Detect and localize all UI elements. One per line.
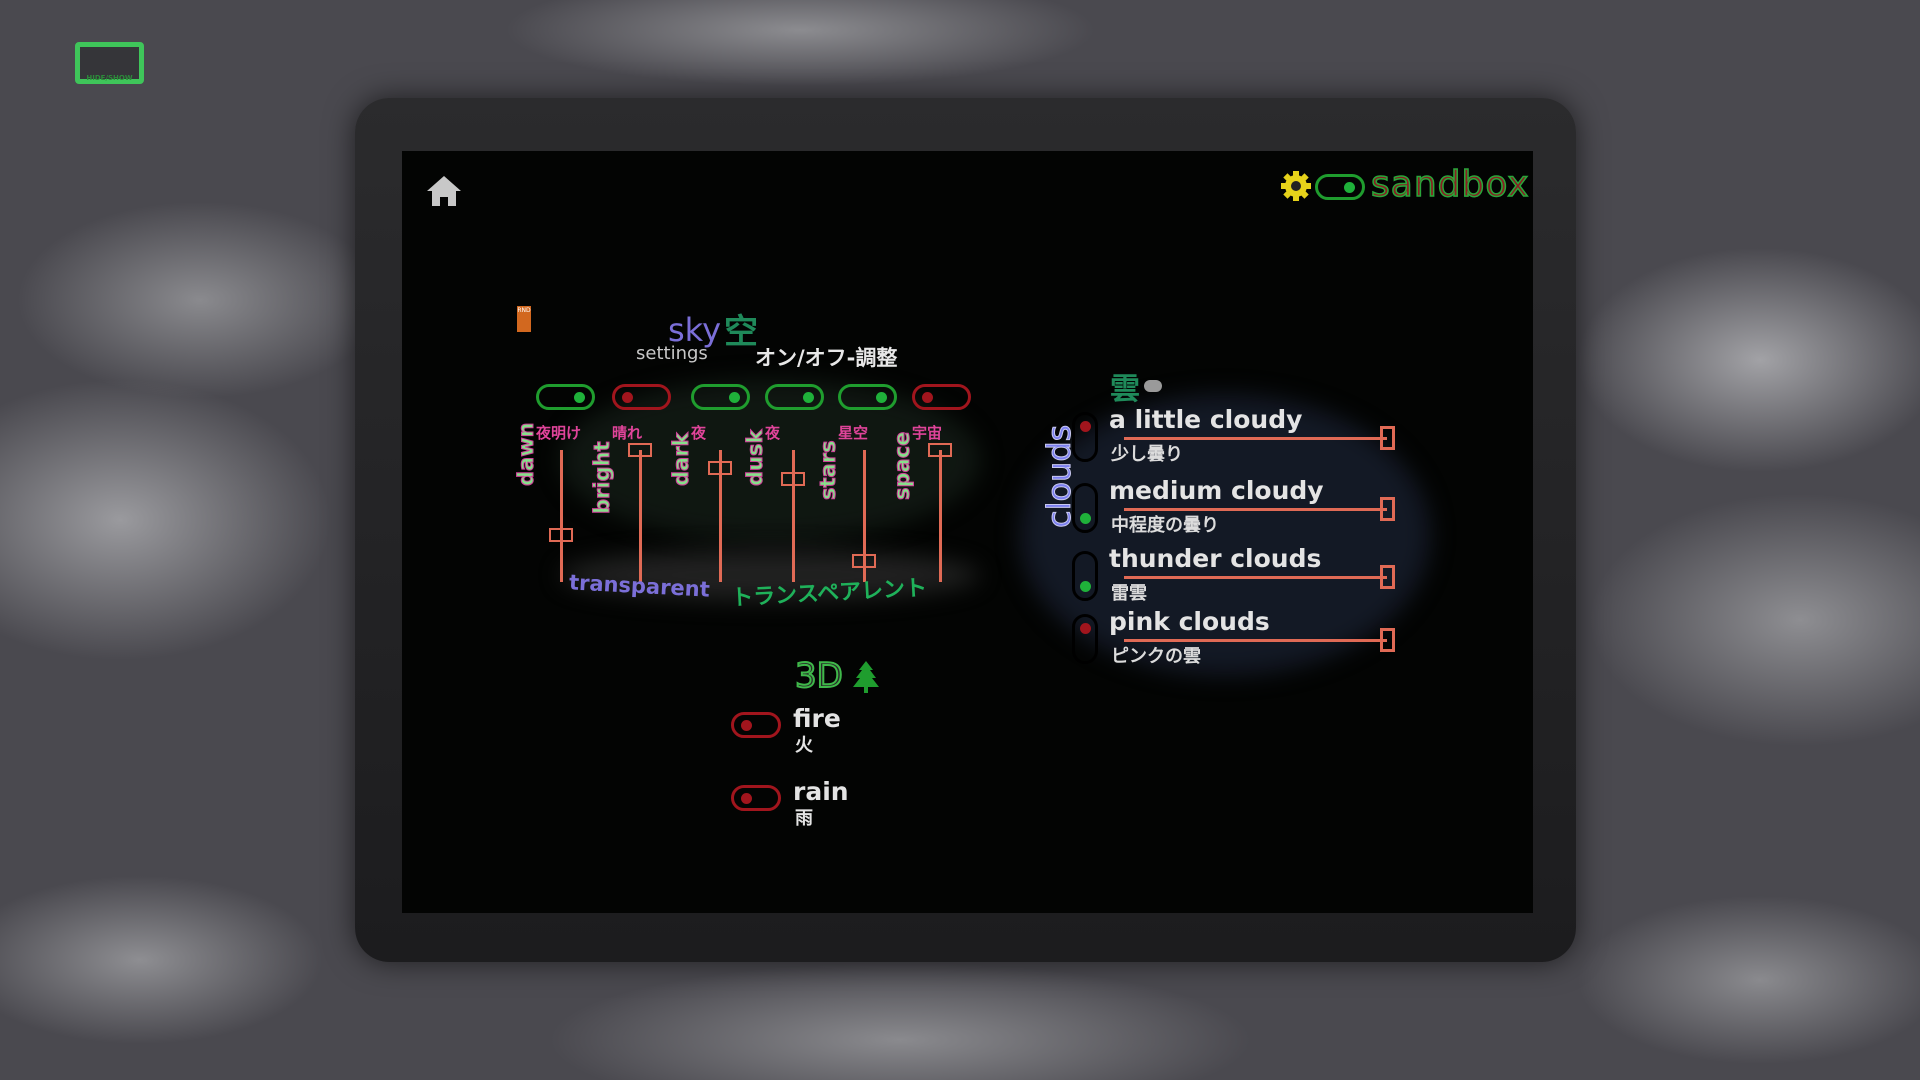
- cloud-label-jp: 中程度の曇り: [1111, 515, 1219, 536]
- transparency-slider-dark[interactable]: [708, 450, 732, 582]
- sky-label-bright: bright: [590, 441, 615, 515]
- sky-title: sky: [668, 311, 721, 349]
- toggle-knob: [922, 392, 933, 403]
- hide-show-button[interactable]: HIDE/SHOW: [75, 42, 144, 84]
- transparency-slider-dusk[interactable]: [781, 450, 805, 582]
- slider-handle[interactable]: [1380, 565, 1395, 589]
- toggle-knob: [741, 720, 752, 731]
- slider-handle[interactable]: [1380, 628, 1395, 652]
- tree-icon: [853, 661, 879, 693]
- sky-subtitle-jp: オン/オフ-調整: [755, 346, 898, 370]
- cloud-label-jp: ピンクの雲: [1111, 646, 1201, 667]
- sky-label-jp: 晴れ: [612, 424, 643, 442]
- tablet-screen: [402, 151, 1533, 913]
- sky-subtitle: settings: [636, 343, 708, 364]
- sky-label-dawn: dawn: [514, 422, 539, 487]
- cloud-label-jp: 雷雲: [1111, 583, 1147, 604]
- fire-label: fire: [793, 704, 841, 733]
- toggle-knob: [1080, 623, 1091, 634]
- toggle-knob: [741, 793, 752, 804]
- sky-title-jp: 空: [724, 312, 758, 352]
- clouds-title-jp: 雲: [1110, 372, 1140, 407]
- sandbox-toggle[interactable]: [1315, 174, 1365, 200]
- cloud-slider[interactable]: [1124, 628, 1395, 652]
- transparency-slider-space[interactable]: [928, 443, 952, 582]
- slider-handle[interactable]: [628, 443, 652, 457]
- cloud-toggle[interactable]: [1072, 614, 1098, 664]
- toggle-knob: [1344, 182, 1355, 193]
- toggle-knob: [574, 392, 585, 403]
- cloud-slider[interactable]: [1124, 426, 1395, 450]
- cloud-label: pink clouds: [1109, 607, 1270, 636]
- cloud-slider[interactable]: [1124, 565, 1395, 589]
- sky-toggle-stars[interactable]: [838, 384, 897, 410]
- cloud-icon: [1144, 380, 1162, 392]
- slider-handle[interactable]: [852, 554, 876, 569]
- cloud-label: medium cloudy: [1109, 476, 1324, 505]
- toggle-knob: [622, 392, 633, 403]
- cloud-label: thunder clouds: [1109, 544, 1322, 573]
- slider-handle[interactable]: [549, 528, 573, 542]
- toggle-knob: [803, 392, 814, 403]
- sky-label-dusk: dusk: [743, 429, 768, 486]
- home-icon[interactable]: [425, 174, 463, 208]
- gear-icon[interactable]: [1280, 170, 1312, 202]
- fire-label-jp: 火: [795, 735, 813, 756]
- sky-label-jp: 星空: [838, 424, 869, 442]
- transparency-slider-bright[interactable]: [628, 443, 652, 582]
- random-button[interactable]: RND: [517, 306, 531, 332]
- cloud-toggle[interactable]: [1072, 551, 1098, 601]
- sky-label-dark: dark: [669, 432, 694, 487]
- toggle-knob: [1080, 513, 1091, 524]
- slider-handle[interactable]: [1380, 497, 1395, 521]
- toggle-knob: [876, 392, 887, 403]
- sandbox-label: sandbox: [1370, 163, 1530, 206]
- rain-toggle[interactable]: [731, 785, 781, 811]
- sky-label-jp: 夜: [765, 424, 781, 442]
- slider-handle[interactable]: [1380, 426, 1395, 450]
- sky-label-space: space: [890, 431, 915, 500]
- toggle-knob: [1080, 581, 1091, 592]
- sky-toggle-dawn[interactable]: [536, 384, 595, 410]
- toggle-knob: [1080, 421, 1091, 432]
- sky-label-jp: 夜: [691, 424, 707, 442]
- cloud-slider[interactable]: [1124, 497, 1395, 521]
- rain-label-jp: 雨: [795, 808, 813, 829]
- cloud-toggle[interactable]: [1072, 412, 1098, 462]
- slider-handle[interactable]: [928, 443, 952, 457]
- slider-handle[interactable]: [781, 471, 805, 486]
- sky-label-stars: stars: [816, 440, 841, 501]
- toggle-knob: [729, 392, 740, 403]
- sky-toggle-bright[interactable]: [612, 384, 671, 410]
- slider-handle[interactable]: [708, 460, 732, 475]
- cloud-label-jp: 少し曇り: [1111, 444, 1183, 465]
- cloud-toggle[interactable]: [1072, 483, 1098, 533]
- transparency-slider-stars[interactable]: [852, 450, 876, 582]
- sky-toggle-dark[interactable]: [691, 384, 750, 410]
- hide-show-label: HIDE/SHOW: [86, 74, 133, 82]
- sky-toggle-space[interactable]: [912, 384, 971, 410]
- sky-label-jp: 宇宙: [912, 424, 943, 442]
- sky-label-jp: 夜明け: [536, 424, 582, 442]
- rain-label: rain: [793, 777, 849, 806]
- transparency-slider-dawn[interactable]: [549, 450, 573, 582]
- cloud-label: a little cloudy: [1109, 405, 1303, 434]
- sky-toggle-dusk[interactable]: [765, 384, 824, 410]
- 3d-title: 3D: [794, 655, 844, 697]
- fire-toggle[interactable]: [731, 712, 781, 738]
